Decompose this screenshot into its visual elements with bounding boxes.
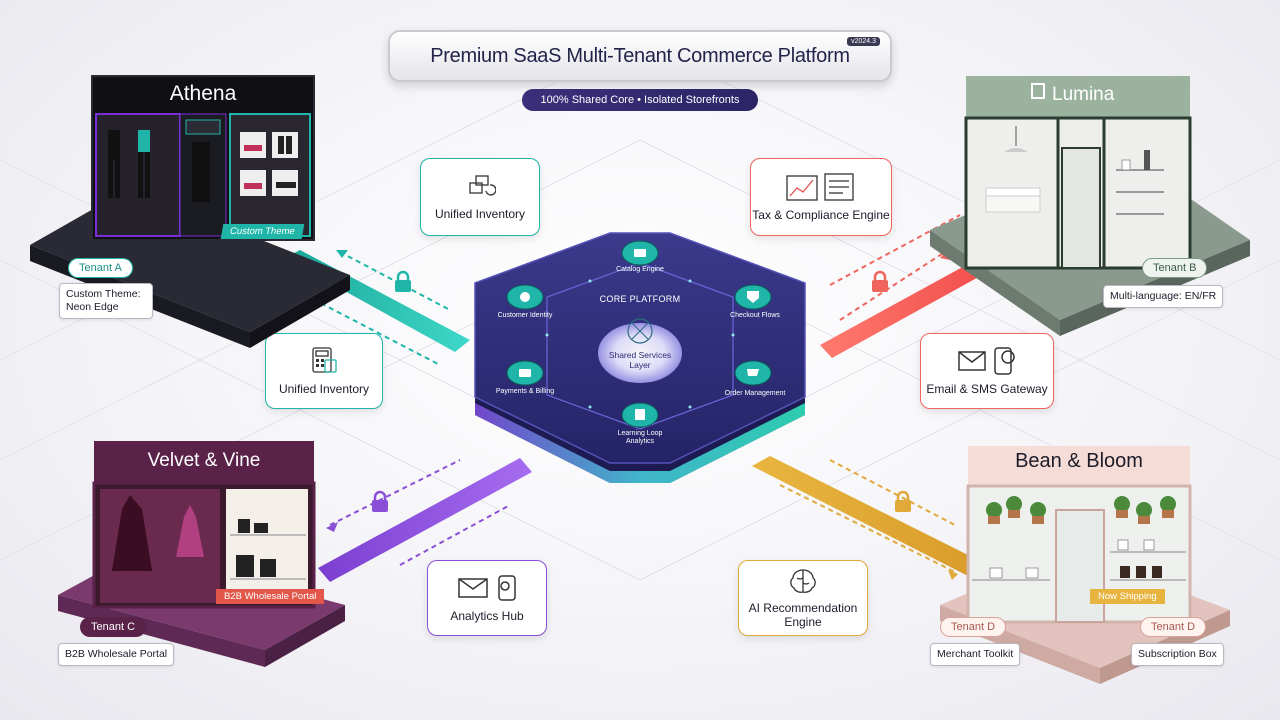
core-node-checkout: Checkout Flows: [730, 312, 780, 319]
version-badge: v2024.3: [847, 37, 880, 46]
service-label: Analytics Hub: [450, 609, 524, 623]
ribbon-velvet: B2B Wholesale Portal: [216, 589, 325, 604]
tenant-note-bean-right: Subscription Box: [1131, 643, 1224, 666]
core-node-orders: Order Management: [724, 390, 786, 397]
core-heading: CORE PLATFORM: [599, 294, 681, 304]
store-athena: [30, 75, 350, 348]
service-label: Email & SMS Gateway: [926, 382, 1048, 396]
ribbon-athena: Custom Theme: [220, 224, 305, 239]
page-title: Premium SaaS Multi-Tenant Commerce Platf…: [430, 44, 850, 67]
service-label: AI Recommendation Engine: [748, 601, 858, 629]
teal-dash-1: [339, 251, 451, 311]
lock-icon-purple: [372, 490, 388, 512]
title-bar: Premium SaaS Multi-Tenant Commerce Platf…: [388, 30, 892, 82]
service-label: Unified Inventory: [278, 382, 370, 396]
lock-icon-gold: [895, 490, 911, 512]
chart-document-icon: [786, 173, 854, 201]
lock-icon-teal: [395, 270, 411, 292]
store-name-bean: Bean & Bloom: [1015, 450, 1143, 472]
store-velvet: [58, 441, 345, 667]
tenant-note-bean-left: Merchant Toolkit: [930, 643, 1021, 666]
store-bean: [940, 446, 1230, 684]
gold-beam: [752, 456, 990, 578]
service-card-analytics-hub[interactable]: Analytics Hub: [427, 560, 547, 636]
tenant-note-lumina: Multi-language: EN/FR: [1103, 285, 1224, 308]
brain-icon: [790, 569, 816, 593]
core-platform: [474, 232, 806, 483]
service-card-email-sms[interactable]: Email & SMS Gateway: [920, 333, 1054, 409]
purple-beam: [318, 458, 532, 582]
tenant-tag-velvet: Tenant C: [80, 617, 147, 637]
service-label: Unified Inventory: [434, 207, 526, 221]
tenant-tag-bean-right: Tenant D: [1140, 617, 1207, 637]
tenant-tag-lumina: Tenant B: [1142, 258, 1208, 278]
core-node-catalog: Catalog Engine: [616, 266, 664, 273]
teal-dash-2: [304, 294, 441, 366]
coral-dash-1: [839, 251, 946, 321]
store-name-lumina: Lumina: [1052, 84, 1115, 105]
subtitle-pill: 100% Shared Core • Isolated Storefronts: [522, 89, 758, 111]
purple-dash-1: [329, 459, 461, 526]
tenant-tag-athena: Tenant A: [68, 258, 133, 278]
store-name-velvet: Velvet & Vine: [147, 450, 261, 471]
core-node-payments: Payments & Billing: [495, 388, 555, 395]
core-node-analytics: Learning Loop Analytics: [617, 430, 663, 445]
mail-phone-icon: [958, 347, 1015, 375]
service-card-ai-engine[interactable]: AI Recommendation Engine: [738, 560, 868, 636]
service-card-unified-inventory-top[interactable]: Unified Inventory: [420, 158, 540, 236]
ribbon-bean: Now Shipping: [1090, 589, 1165, 604]
lock-icon-coral: [872, 270, 888, 292]
coral-beam: [820, 252, 1002, 358]
boxes-icon: [469, 175, 496, 196]
core-center-label: Shared Services Layer: [608, 350, 672, 370]
core-node-identity: Customer Identity: [497, 312, 553, 319]
gold-dash-2: [829, 459, 956, 526]
service-card-unified-inventory-left[interactable]: Unified Inventory: [265, 333, 383, 409]
calculator-icon: [312, 347, 337, 373]
store-name-athena: Athena: [169, 82, 237, 105]
service-label: Tax & Compliance Engine: [752, 208, 890, 222]
service-card-tax-engine[interactable]: Tax & Compliance Engine: [750, 158, 892, 236]
mail-phone-icon: [458, 575, 516, 601]
purple-dash-2: [399, 504, 511, 566]
gold-dash-1: [779, 484, 956, 573]
store-lumina: [930, 76, 1250, 336]
tenant-note-velvet: B2B Wholesale Portal: [58, 643, 175, 666]
tenant-note-athena: Custom Theme: Neon Edge: [59, 283, 153, 319]
coral-dash-2: [829, 214, 961, 286]
tenant-tag-bean-left: Tenant D: [940, 617, 1007, 637]
